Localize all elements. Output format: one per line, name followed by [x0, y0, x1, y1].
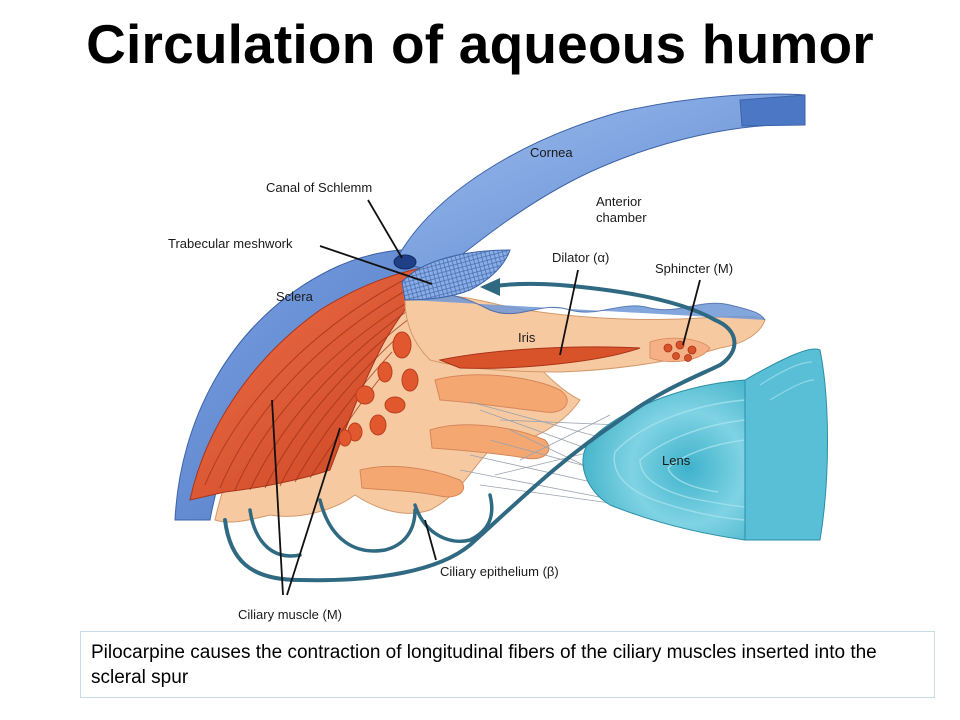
- label-sphincter: Sphincter (M): [655, 261, 733, 276]
- caption-box: Pilocarpine causes the contraction of lo…: [80, 631, 935, 698]
- cornea-edge: [739, 94, 806, 127]
- label-dilator: Dilator (α): [552, 250, 609, 265]
- label-trabecular-meshwork: Trabecular meshwork: [168, 236, 293, 251]
- label-ciliary-muscle: Ciliary muscle (M): [238, 607, 342, 622]
- label-leader-lines: [271, 199, 701, 596]
- iris-wavy-top: [409, 293, 766, 321]
- trabecular-meshwork-grid: [402, 250, 510, 300]
- label-lens: Lens: [662, 453, 691, 468]
- vessel-blobs: [338, 331, 419, 447]
- lens-rings: [613, 399, 746, 521]
- dilator-muscle: [438, 346, 641, 369]
- aqueous-flow-path: [223, 281, 737, 583]
- label-anterior-chamber-1: Anterior: [596, 194, 642, 209]
- canal-of-schlemm-shape: [393, 254, 417, 270]
- label-anterior-chamber-2: chamber: [596, 210, 647, 225]
- ciliary-process-1: [434, 374, 568, 413]
- sphincter-muscle: [649, 337, 711, 363]
- slide-title: Circulation of aqueous humor: [86, 13, 874, 75]
- lens-front-shape: [582, 379, 746, 541]
- label-cornea: Cornea: [530, 145, 573, 160]
- lens-side-rings: [759, 361, 815, 401]
- label-sclera: Sclera: [276, 289, 314, 304]
- lens-side-shape: [744, 348, 828, 541]
- ciliary-process-3: [359, 465, 465, 498]
- ciliary-process-2: [429, 424, 550, 460]
- label-ciliary-epithelium: Ciliary epithelium (β): [440, 564, 559, 579]
- caption-text: Pilocarpine causes the contraction of lo…: [91, 642, 877, 688]
- label-iris: Iris: [518, 330, 536, 345]
- label-canal-of-schlemm: Canal of Schlemm: [266, 180, 372, 195]
- flow-arrow-head: [480, 278, 500, 296]
